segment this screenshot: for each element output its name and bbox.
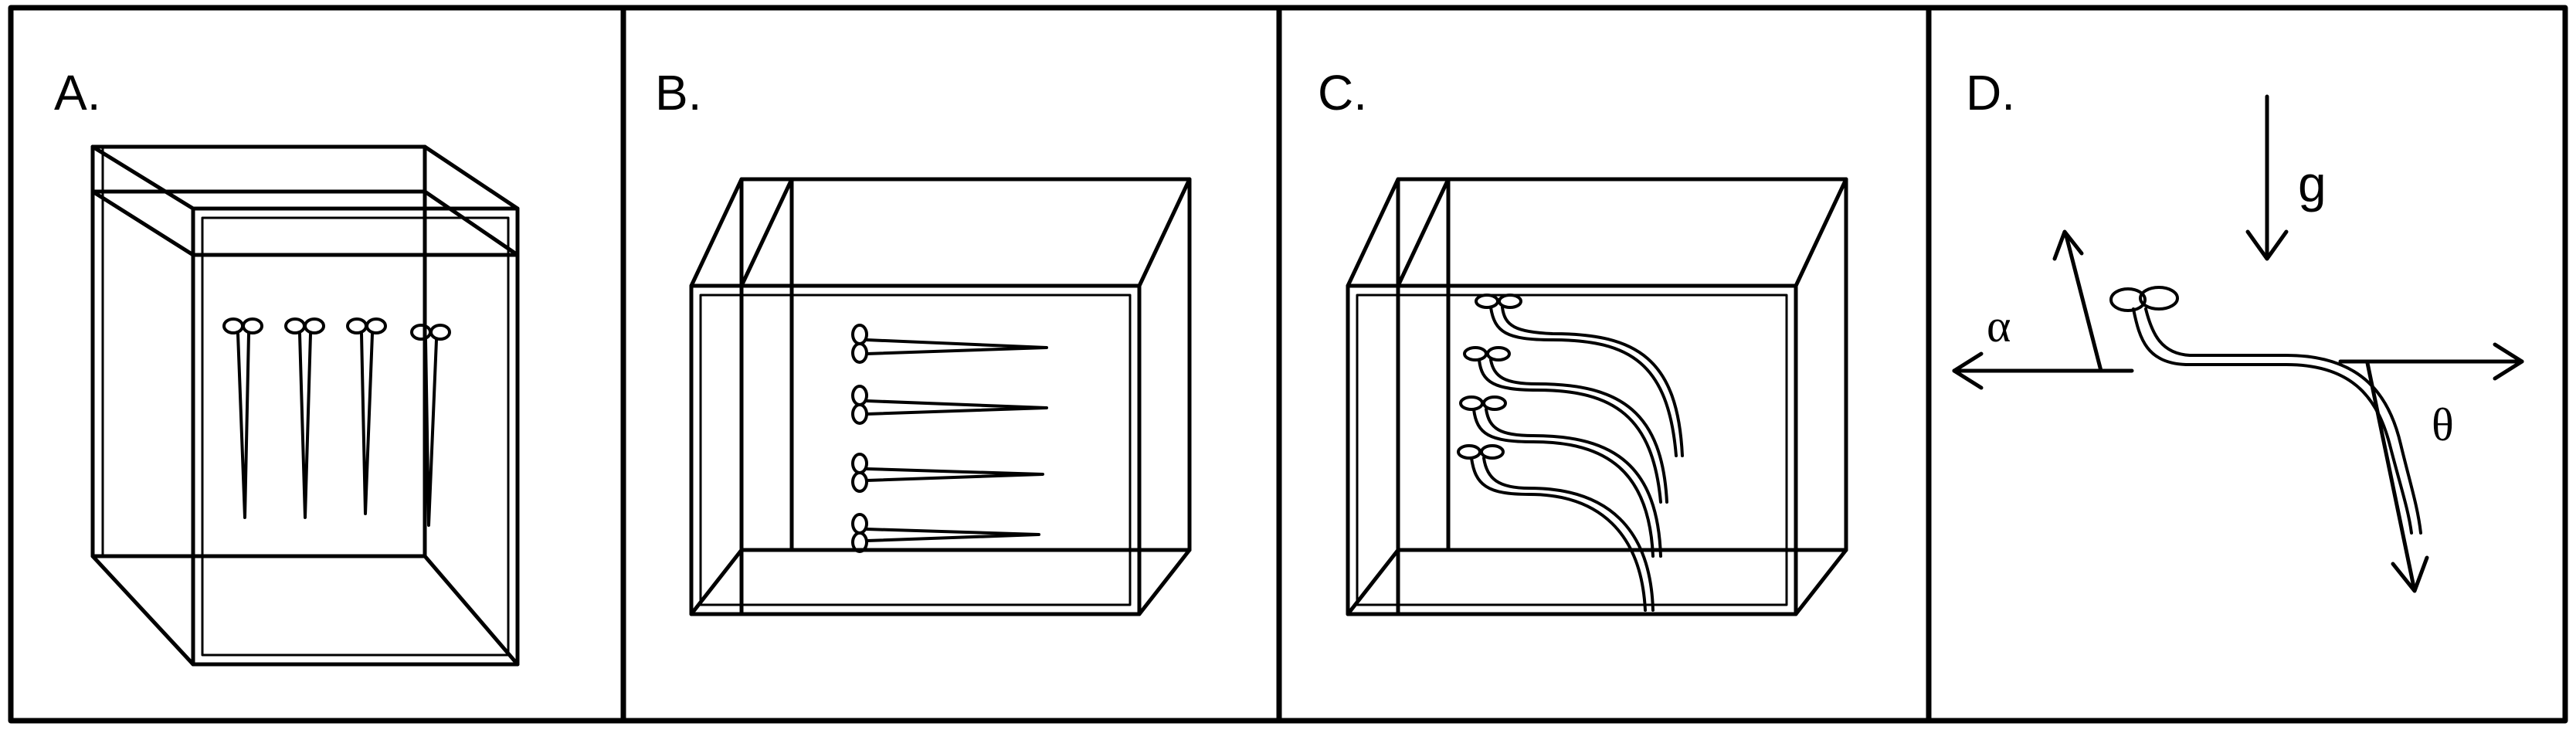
seedling xyxy=(284,317,325,519)
figure-frame xyxy=(8,5,2568,724)
seedling xyxy=(1475,294,1684,457)
panel-d-label: D. xyxy=(1966,65,2015,121)
panel-c-seedlings xyxy=(1457,294,1684,612)
panel-d-seedling xyxy=(2109,286,2422,535)
theta-reference-arrow xyxy=(2338,342,2524,381)
seedling xyxy=(1459,395,1662,558)
seedling xyxy=(851,513,1040,553)
panel-a-box xyxy=(90,144,520,667)
panel-b-label: B. xyxy=(655,65,702,121)
gravity-arrow xyxy=(2245,94,2289,261)
seedling xyxy=(851,324,1048,364)
theta-symbol: θ xyxy=(2432,399,2454,450)
theta-root-arrow xyxy=(2365,361,2429,593)
gravity-symbol: g xyxy=(2298,155,2327,212)
alpha-reference-arrow xyxy=(1952,351,2134,390)
panel-d-diagram xyxy=(1952,94,2524,593)
panel-c-diagram xyxy=(1346,177,1848,616)
panel-c-box xyxy=(1346,177,1848,616)
panel-a-label: A. xyxy=(54,65,101,121)
seedling xyxy=(222,317,263,519)
panel-b-box xyxy=(689,177,1192,616)
seedling xyxy=(1463,346,1668,504)
alpha-hypocotyl-arrow xyxy=(2052,229,2103,373)
panel-b-diagram xyxy=(689,177,1192,616)
panel-b-seedlings xyxy=(851,324,1048,553)
panel-a-diagram xyxy=(90,144,520,667)
seedling xyxy=(851,385,1048,425)
seedling xyxy=(346,317,387,515)
panel-a-seedlings xyxy=(222,317,451,527)
seedling xyxy=(851,453,1044,493)
panel-c-label: C. xyxy=(1318,65,1367,121)
seedling xyxy=(1457,444,1655,612)
seedling xyxy=(410,324,451,527)
alpha-symbol: α xyxy=(1987,300,2011,351)
